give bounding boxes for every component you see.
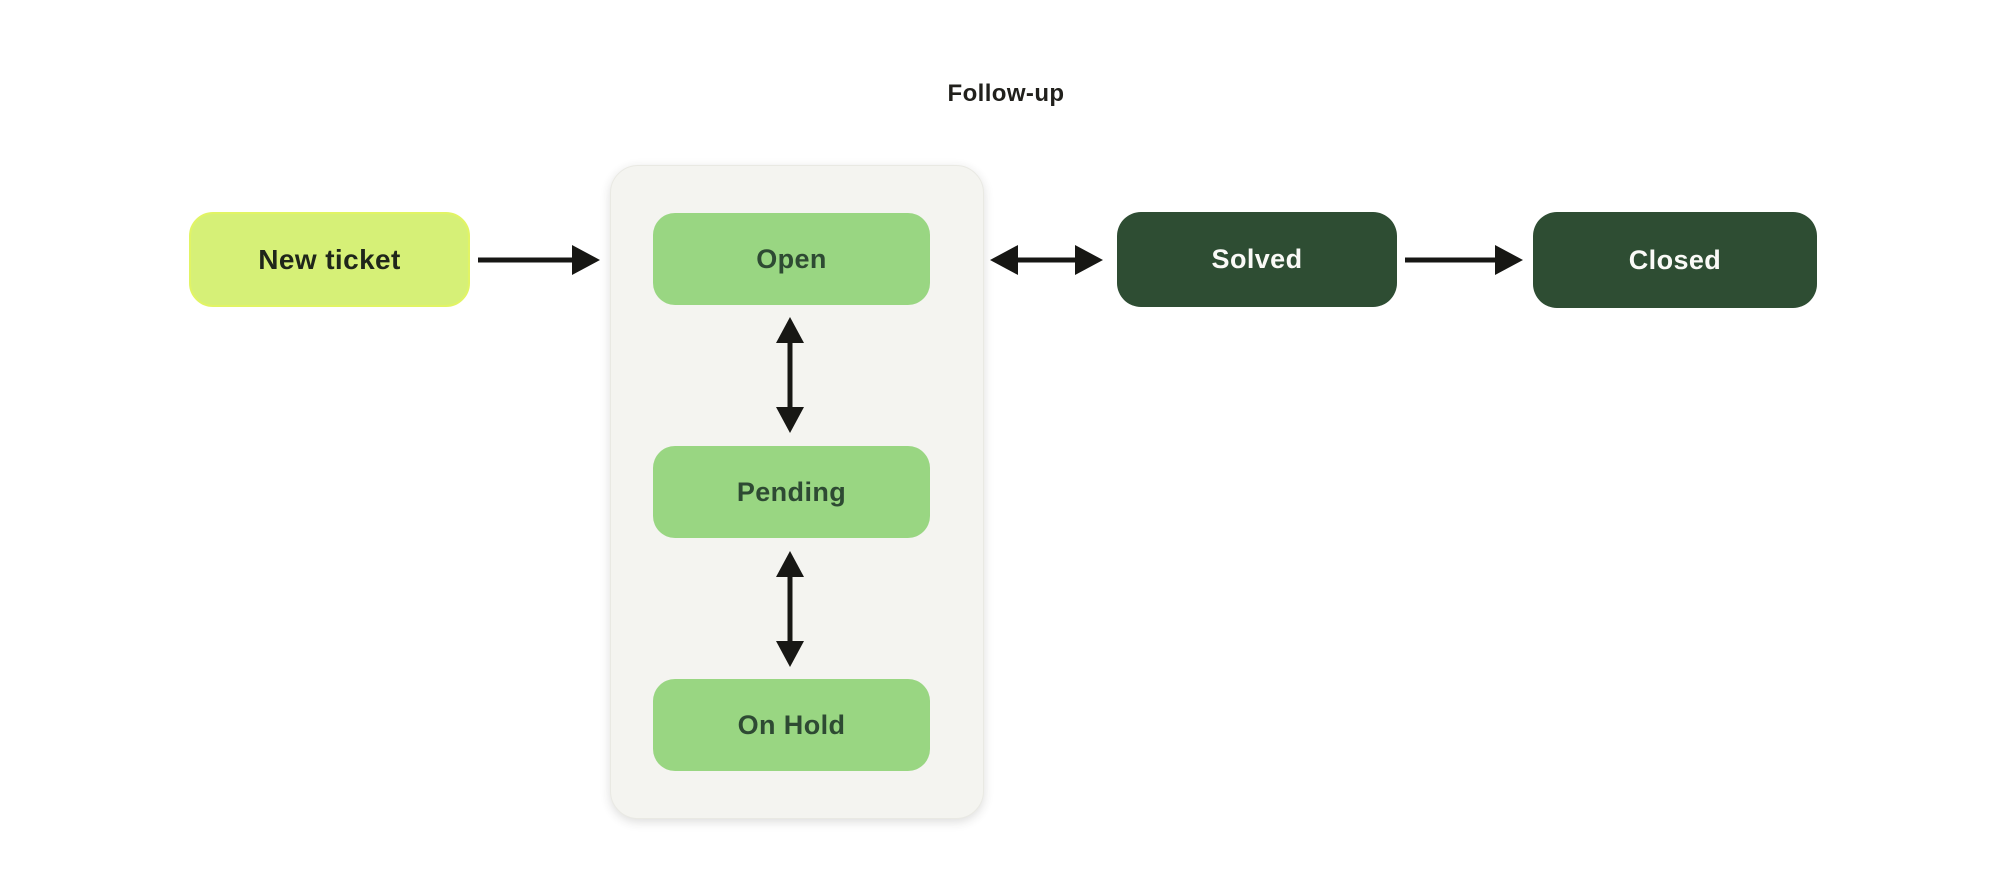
node-open-label: Open	[756, 243, 827, 274]
arrow-solved-to-closed-icon	[1405, 245, 1523, 275]
node-closed-label: Closed	[1628, 244, 1722, 275]
arrow-pending-onhold-icon	[776, 551, 804, 667]
node-new-ticket: New ticket	[189, 212, 470, 307]
node-on-hold: On Hold	[653, 679, 930, 771]
node-closed: Closed	[1533, 212, 1817, 308]
node-new-ticket-label: New ticket	[258, 243, 401, 275]
node-solved: Solved	[1117, 212, 1397, 307]
arrow-new-ticket-to-open-icon	[478, 245, 600, 275]
node-open: Open	[653, 213, 930, 305]
arrow-open-solved-icon	[990, 245, 1103, 275]
arrow-open-pending-icon	[776, 317, 804, 433]
node-pending-label: Pending	[736, 476, 847, 507]
node-pending: Pending	[653, 446, 930, 538]
followup-label: Follow-up	[947, 80, 1065, 107]
node-on-hold-label: On Hold	[737, 709, 846, 740]
node-solved-label: Solved	[1211, 244, 1303, 274]
